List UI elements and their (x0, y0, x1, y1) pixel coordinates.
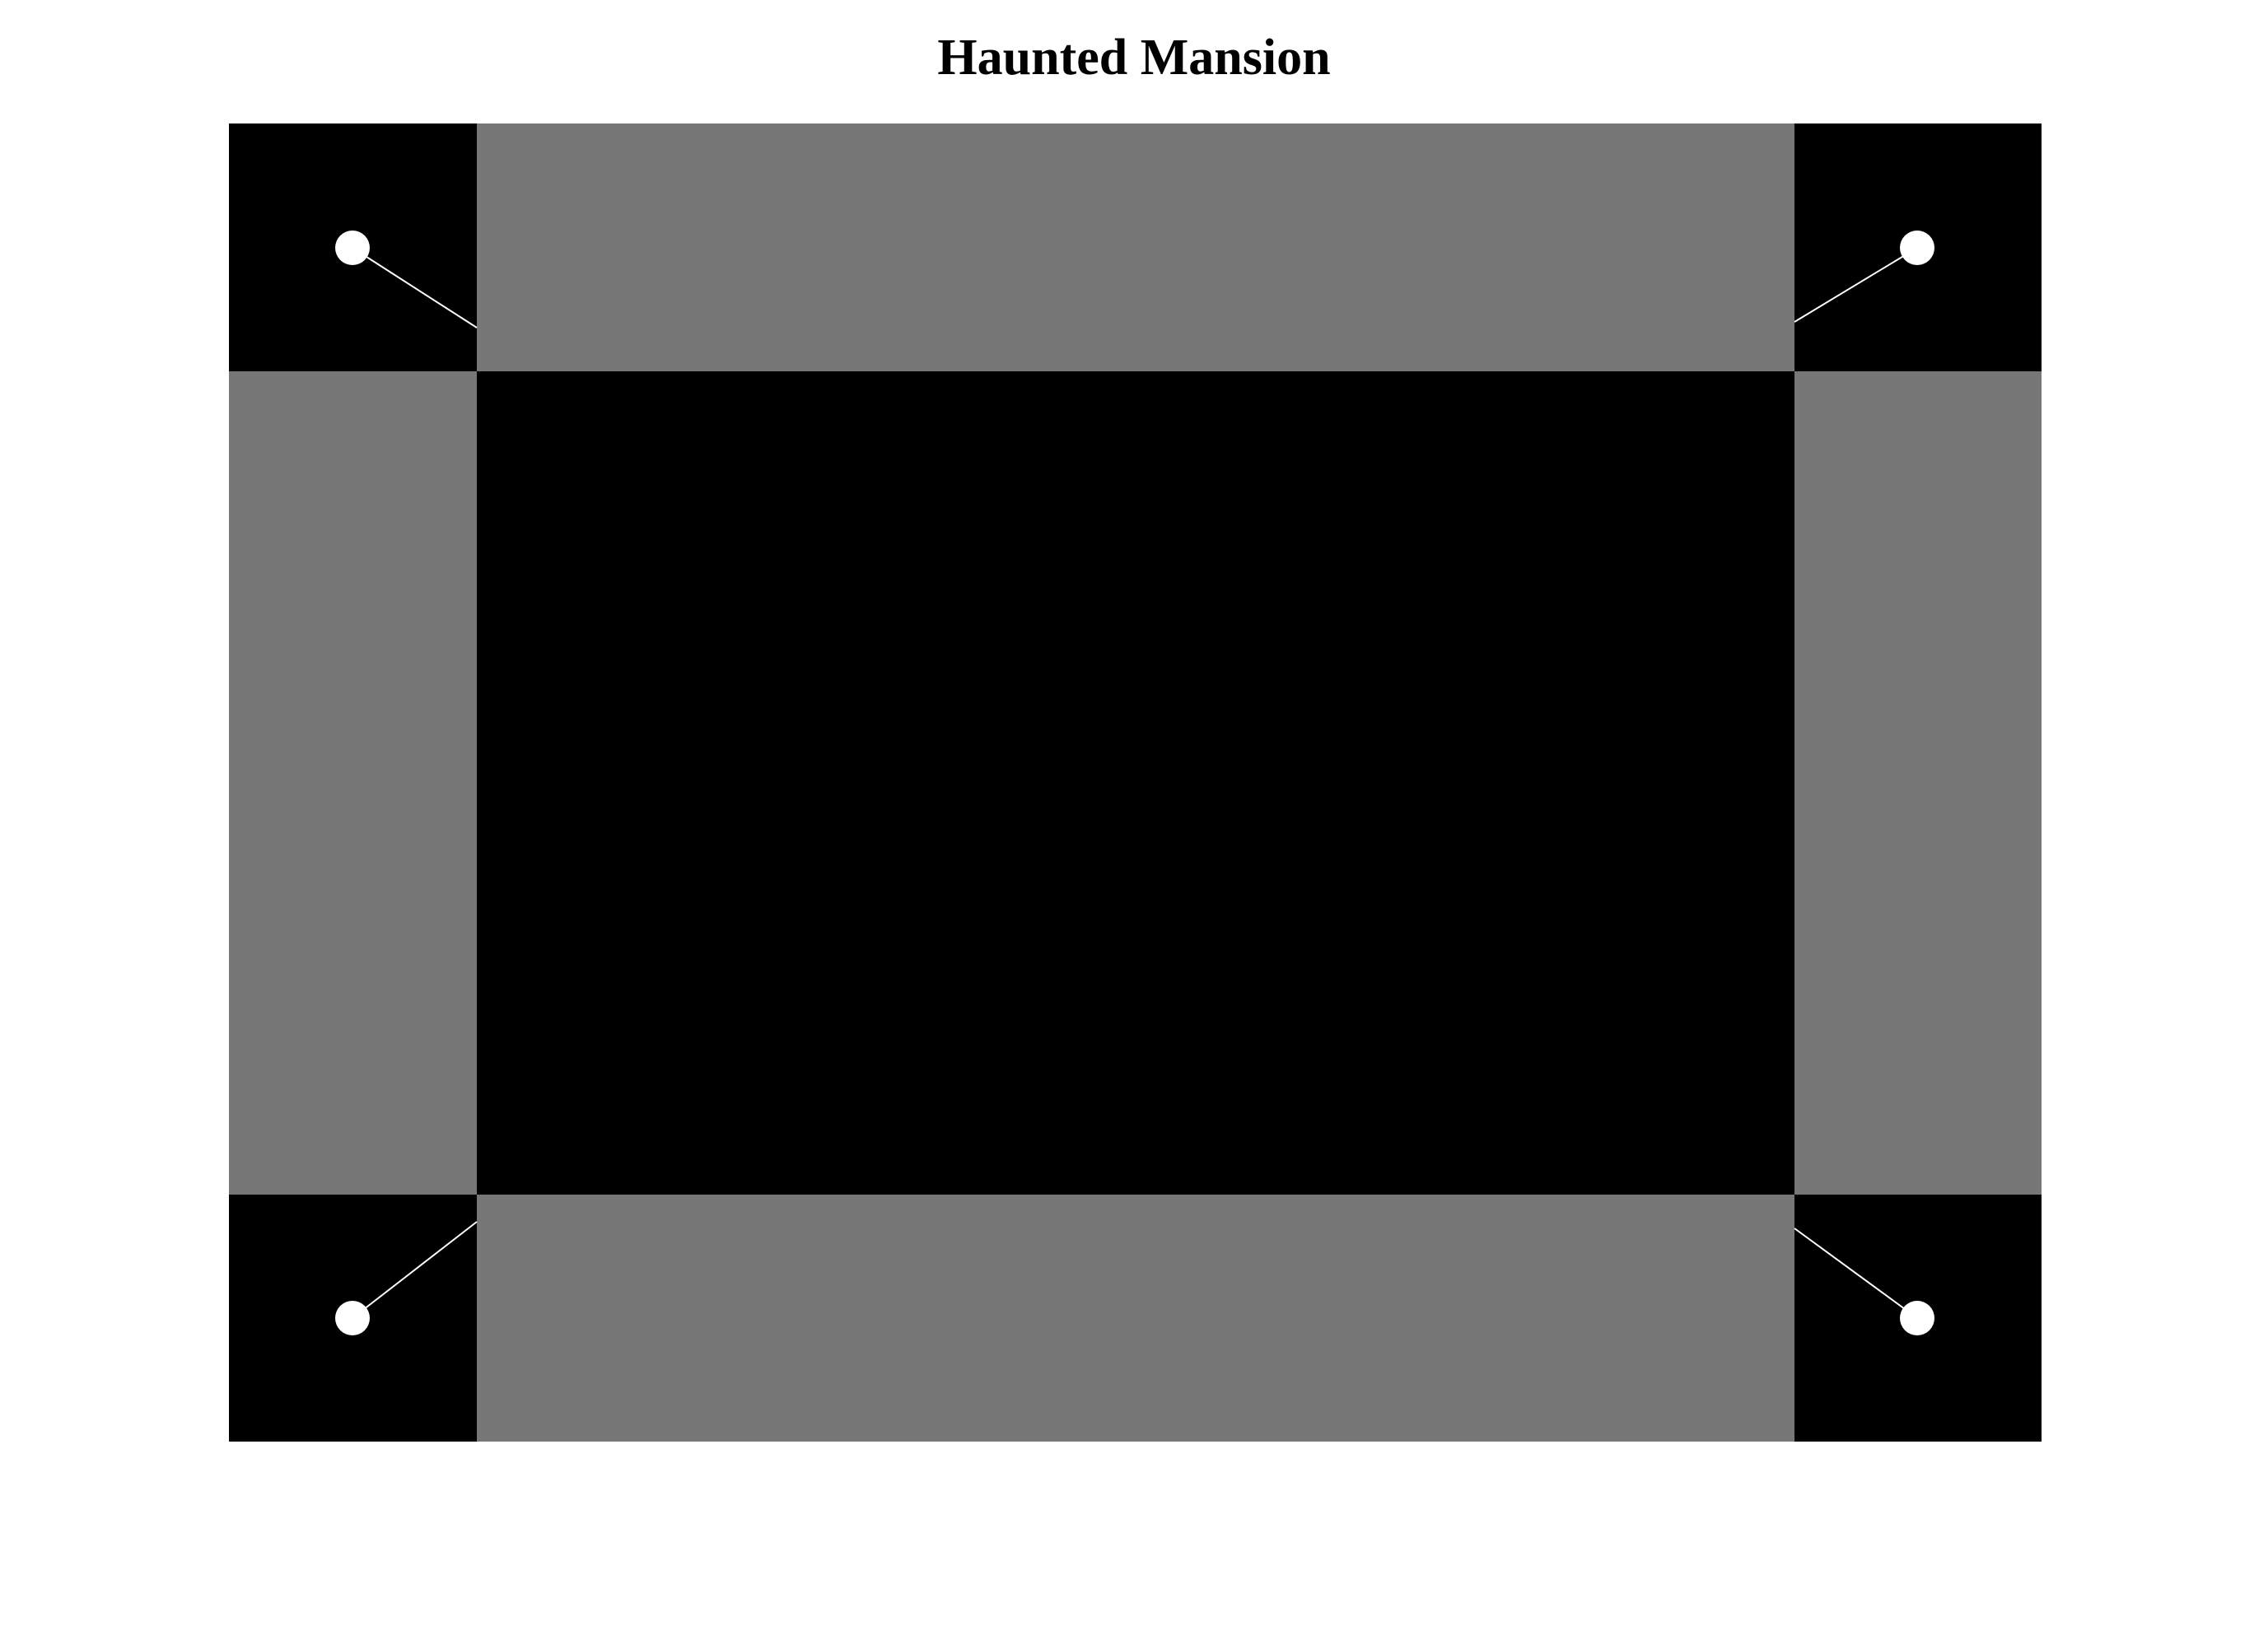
hallway-top[interactable] (477, 123, 1794, 371)
player-token-top-right[interactable] (1900, 231, 1934, 265)
connector-line-bottom-left (352, 1221, 478, 1319)
player-token-top-left[interactable] (335, 231, 370, 265)
player-token-bottom-left[interactable] (335, 1301, 370, 1335)
center-hall[interactable] (477, 371, 1794, 1195)
page-title: Haunted Mansion (937, 30, 1331, 86)
hallway-right[interactable] (1794, 371, 2042, 1195)
hallway-bottom[interactable] (477, 1195, 1794, 1442)
connector-line-top-right (1794, 247, 1918, 323)
hallway-left[interactable] (229, 371, 477, 1195)
player-token-bottom-right[interactable] (1900, 1301, 1934, 1335)
connector-line-bottom-right (1794, 1228, 1918, 1319)
connector-line-top-left (352, 247, 478, 328)
